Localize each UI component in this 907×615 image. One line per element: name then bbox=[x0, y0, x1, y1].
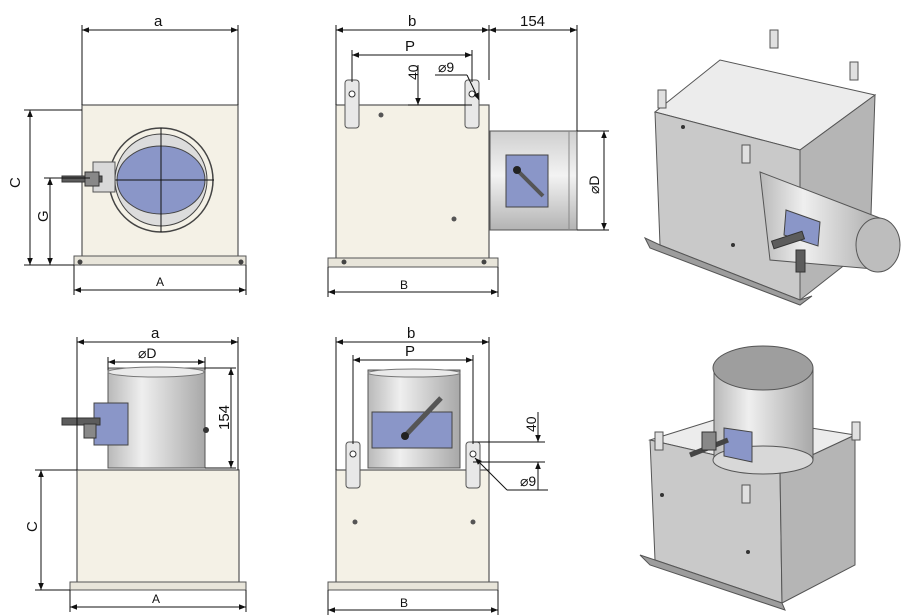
isometric-view-horizontal bbox=[643, 29, 901, 306]
dim-a-label: a bbox=[154, 13, 163, 30]
dim-g-label: G bbox=[35, 210, 52, 222]
dim-a-label-vert: a bbox=[151, 325, 160, 342]
dim-c-label-front: C bbox=[7, 177, 24, 188]
phi9-label-vert: ⌀9 bbox=[520, 473, 536, 489]
isometric-view-vertical bbox=[639, 345, 861, 611]
dim-A-label-front: A bbox=[156, 275, 164, 289]
front-view-vertical bbox=[61, 366, 247, 591]
front-view-dimensions: a C G A bbox=[7, 13, 247, 295]
dim-A-label-vert: A bbox=[152, 592, 160, 606]
dim-154-label-vert: 154 bbox=[216, 405, 233, 430]
phiD-label-vert: ⌀D bbox=[138, 345, 157, 361]
front-view-vertical-dimensions: a ⌀D 154 C A bbox=[24, 325, 247, 612]
side-view-vertical bbox=[327, 368, 499, 591]
dim-B-label-side: B bbox=[400, 278, 408, 292]
dim-40-label-vert: 40 bbox=[523, 416, 539, 432]
dim-P-label-side: P bbox=[405, 38, 415, 55]
phiD-label-side: ⌀D bbox=[586, 175, 602, 194]
side-view-vertical-dimensions: b P 40 ⌀9 B bbox=[327, 325, 548, 615]
phi9-label-side: ⌀9 bbox=[438, 59, 454, 75]
dim-b-label-vert: b bbox=[407, 325, 415, 342]
dim-P-label-vert: P bbox=[405, 343, 415, 360]
dim-40-label-side: 40 bbox=[405, 64, 421, 80]
dim-154-label-side: 154 bbox=[520, 13, 545, 30]
side-view-dimensions: b 154 P 40 ⌀9 ⌀D B bbox=[327, 13, 609, 297]
side-view-horizontal bbox=[327, 79, 578, 268]
dim-c-label-vert: C bbox=[24, 521, 41, 532]
front-view-horizontal bbox=[61, 104, 247, 266]
dim-b-label-side: b bbox=[408, 13, 416, 30]
dim-B-label-vert: B bbox=[400, 596, 408, 610]
